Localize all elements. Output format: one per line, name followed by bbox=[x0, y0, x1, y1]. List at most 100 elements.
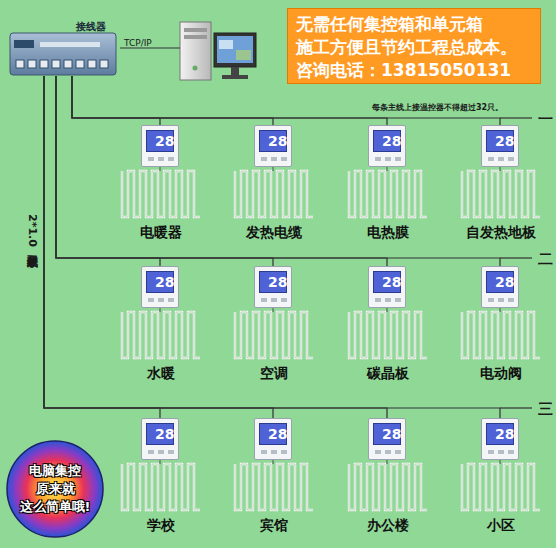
cable-label: 2*1.0双绞屏蔽线 bbox=[24, 214, 39, 247]
hub-port bbox=[40, 60, 48, 68]
screen-window bbox=[236, 50, 251, 60]
bus-number: 二 bbox=[538, 250, 553, 269]
bus-wire bbox=[500, 117, 532, 118]
heating-coil bbox=[122, 171, 200, 217]
heating-coil-outline bbox=[235, 171, 313, 217]
application-label: 小区 bbox=[446, 517, 556, 535]
hub-port bbox=[16, 60, 24, 68]
thermostat-screen: 28 bbox=[146, 423, 174, 445]
hub-title: 接线器 bbox=[76, 20, 106, 34]
thermostat-screen: 28 bbox=[373, 271, 401, 293]
application-label: 学校 bbox=[106, 517, 216, 535]
thermostat-button bbox=[385, 298, 391, 302]
thermostat-button bbox=[158, 298, 164, 302]
thermostat: 28学校 bbox=[141, 418, 179, 460]
thermostat-button bbox=[168, 157, 174, 161]
heating-coil bbox=[462, 464, 540, 510]
thermostat-button bbox=[488, 157, 494, 161]
heating-coil bbox=[235, 464, 313, 510]
bus-wire bbox=[56, 76, 387, 266]
temperature-reading: 28 bbox=[382, 274, 401, 290]
bus-number: 一 bbox=[538, 110, 553, 129]
heating-coil bbox=[235, 312, 313, 358]
hub-port bbox=[64, 60, 72, 68]
promo-box: 无需任何集控箱和单元箱 施工方便且节约工程总成本。 咨询电话：138150501… bbox=[287, 8, 541, 84]
thermostat-button bbox=[498, 157, 504, 161]
hub-port bbox=[52, 60, 60, 68]
monitor-base bbox=[222, 75, 248, 79]
drive-bay bbox=[184, 35, 207, 39]
thermostat-screen: 28 bbox=[259, 271, 287, 293]
thermostat-button bbox=[168, 298, 174, 302]
heating-coil bbox=[349, 464, 427, 510]
hub-port bbox=[28, 60, 36, 68]
badge-circle: 电脑集控 原来就 这么简单哦! bbox=[6, 440, 104, 538]
thermostat: 28宾馆 bbox=[254, 418, 292, 460]
thermostat-button bbox=[508, 298, 514, 302]
heating-coil bbox=[235, 171, 313, 217]
thermostat-button bbox=[271, 450, 277, 454]
heating-coil-outline bbox=[122, 464, 200, 510]
drive-bay bbox=[184, 28, 207, 32]
application-label: 办公楼 bbox=[333, 517, 443, 535]
coil-lead bbox=[160, 167, 161, 171]
hub-port bbox=[100, 60, 108, 68]
thermostat-button bbox=[158, 157, 164, 161]
heating-coil-outline bbox=[122, 312, 200, 358]
heating-coil bbox=[349, 171, 427, 217]
application-label: 发热电缆 bbox=[219, 224, 329, 242]
temperature-reading: 28 bbox=[495, 133, 514, 149]
coil-lead bbox=[160, 308, 161, 312]
monitor bbox=[214, 33, 256, 67]
power-button bbox=[193, 66, 198, 71]
bus-wire bbox=[56, 76, 273, 266]
thermostat-button bbox=[148, 157, 154, 161]
heating-coil-outline bbox=[349, 312, 427, 358]
thermostat-screen: 28 bbox=[373, 130, 401, 152]
thermostat-button bbox=[375, 157, 381, 161]
coil-lead bbox=[387, 460, 388, 464]
bus-number: 三 bbox=[538, 400, 553, 419]
temperature-reading: 28 bbox=[495, 426, 514, 442]
application-label: 电暖器 bbox=[106, 224, 216, 242]
thermostat-screen: 28 bbox=[259, 423, 287, 445]
heating-coil bbox=[462, 171, 540, 217]
heating-coil bbox=[122, 312, 200, 358]
thermostat-button bbox=[271, 157, 277, 161]
promo-text: 无需任何集控箱和单元箱 施工方便且节约工程总成本。 咨询电话：138150501… bbox=[296, 13, 536, 82]
note-text: 每条主线上接温控器不得超过32只。 bbox=[372, 102, 503, 113]
temperature-reading: 28 bbox=[155, 133, 174, 149]
thermostat-button bbox=[375, 450, 381, 454]
thermostat: 28自发热地板 bbox=[481, 125, 519, 167]
thermostat: 28电热膜 bbox=[368, 125, 406, 167]
thermostat-button bbox=[281, 157, 287, 161]
hub-port bbox=[76, 60, 84, 68]
coil-lead bbox=[273, 167, 274, 171]
thermostat-button bbox=[498, 450, 504, 454]
coil-lead bbox=[160, 460, 161, 464]
thermostat-screen: 28 bbox=[486, 130, 514, 152]
hub-port bbox=[88, 60, 96, 68]
application-label: 电动阀 bbox=[446, 365, 556, 383]
thermostat: 28空调 bbox=[254, 266, 292, 308]
computer bbox=[180, 22, 256, 80]
thermostat-button bbox=[395, 298, 401, 302]
application-label: 空调 bbox=[219, 365, 329, 383]
thermostat: 28办公楼 bbox=[368, 418, 406, 460]
screen-window bbox=[219, 40, 233, 49]
temperature-reading: 28 bbox=[155, 274, 174, 290]
temperature-reading: 28 bbox=[268, 274, 287, 290]
coil-lead bbox=[273, 460, 274, 464]
thermostat-button bbox=[271, 298, 277, 302]
temperature-reading: 28 bbox=[382, 133, 401, 149]
thermostat-button bbox=[281, 450, 287, 454]
heating-coil-outline bbox=[349, 171, 427, 217]
thermostat-screen: 28 bbox=[373, 423, 401, 445]
temperature-reading: 28 bbox=[268, 133, 287, 149]
application-label: 自发热地板 bbox=[446, 224, 556, 242]
temperature-reading: 28 bbox=[495, 274, 514, 290]
temperature-reading: 28 bbox=[382, 426, 401, 442]
